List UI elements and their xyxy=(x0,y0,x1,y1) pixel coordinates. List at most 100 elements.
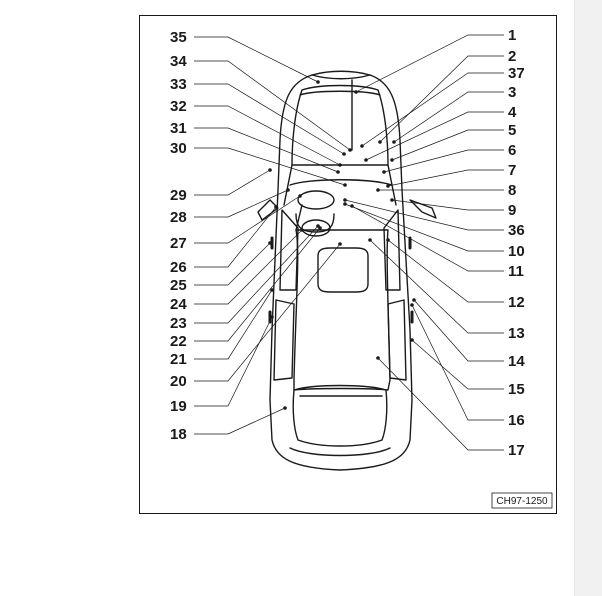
callout-number-9: 9 xyxy=(508,202,516,219)
callout-number-30: 30 xyxy=(170,140,187,157)
callout-number-31: 31 xyxy=(170,120,187,137)
component-point-26 xyxy=(274,205,278,209)
callout-number-12: 12 xyxy=(508,294,525,311)
leader-line-28 xyxy=(194,189,289,218)
car-top-view xyxy=(257,70,437,471)
component-point-15 xyxy=(410,338,414,342)
component-point-25 xyxy=(268,241,272,245)
leader-line-19 xyxy=(194,316,273,407)
component-point-18 xyxy=(283,406,287,410)
component-point-9 xyxy=(390,198,394,202)
dashboard xyxy=(289,179,393,186)
component-point-27 xyxy=(298,194,302,198)
leader-line-10 xyxy=(344,203,504,252)
component-point-6 xyxy=(382,170,386,174)
leader-line-33 xyxy=(194,83,345,155)
component-point-14 xyxy=(412,298,416,302)
component-point-28 xyxy=(286,188,290,192)
callout-number-5: 5 xyxy=(508,122,516,139)
car-body-outline xyxy=(269,70,413,471)
windshield xyxy=(291,84,389,166)
component-point-5 xyxy=(390,158,394,162)
leader-line-32 xyxy=(194,105,341,166)
vertical-scrollbar[interactable] xyxy=(574,0,602,596)
steering-wheel xyxy=(297,190,335,210)
sunroof xyxy=(317,247,369,293)
callout-number-14: 14 xyxy=(508,353,525,370)
callout-number-16: 16 xyxy=(508,412,525,429)
callout-number-18: 18 xyxy=(170,426,187,443)
component-point-2 xyxy=(378,140,382,144)
callout-number-35: 35 xyxy=(170,29,187,46)
leader-line-37 xyxy=(361,72,504,147)
component-point-3 xyxy=(392,140,396,144)
leader-line-29 xyxy=(194,169,271,196)
callout-number-22: 22 xyxy=(170,333,187,350)
leader-line-5 xyxy=(391,129,504,161)
windshield-inner-line xyxy=(299,90,381,96)
callout-number-32: 32 xyxy=(170,98,187,115)
callout-number-34: 34 xyxy=(170,53,187,70)
callout-number-25: 25 xyxy=(170,277,187,294)
callout-number-15: 15 xyxy=(508,381,525,398)
callout-number-1: 1 xyxy=(508,27,516,44)
component-point-22 xyxy=(318,226,322,230)
leader-line-1 xyxy=(355,34,504,93)
component-point-11 xyxy=(350,204,354,208)
leader-line-17 xyxy=(377,357,504,451)
component-point-24 xyxy=(300,228,304,232)
hood-front-edge xyxy=(311,74,371,80)
leader-line-12 xyxy=(387,239,504,303)
interior-outline xyxy=(293,229,391,391)
component-point-21 xyxy=(270,288,274,292)
left-front-seat xyxy=(295,213,335,233)
leader-line-3 xyxy=(393,91,504,143)
leader-line-11 xyxy=(351,205,504,272)
component-point-1 xyxy=(354,90,358,94)
callout-number-7: 7 xyxy=(508,162,516,179)
figure-code-box: CH97-1250 xyxy=(491,492,553,509)
callout-number-2: 2 xyxy=(508,48,516,65)
callout-number-37: 37 xyxy=(508,65,525,82)
leader-lines xyxy=(194,34,504,451)
leader-line-4 xyxy=(365,111,504,161)
leader-line-36 xyxy=(344,199,504,231)
leader-line-9 xyxy=(391,199,504,211)
callout-labels: 3534333231302928272625242322212019181237… xyxy=(170,27,525,459)
callout-number-10: 10 xyxy=(508,243,525,260)
leader-line-23 xyxy=(194,225,319,324)
component-point-34 xyxy=(348,148,352,152)
leader-line-7 xyxy=(387,169,504,187)
leader-line-35 xyxy=(194,36,319,83)
callout-number-27: 27 xyxy=(170,235,187,252)
component-point-7 xyxy=(386,184,390,188)
callout-number-29: 29 xyxy=(170,187,187,204)
component-point-17 xyxy=(376,356,380,360)
component-point-8 xyxy=(376,188,380,192)
figure-code: CH97-1250 xyxy=(496,496,548,507)
component-point-10 xyxy=(343,202,347,206)
leader-line-20 xyxy=(194,243,341,382)
leader-line-22 xyxy=(194,227,321,342)
leader-line-26 xyxy=(194,206,277,268)
leader-line-27 xyxy=(194,195,301,244)
leader-line-24 xyxy=(194,229,303,305)
callout-number-4: 4 xyxy=(508,104,517,121)
callout-number-3: 3 xyxy=(508,84,516,101)
component-point-35 xyxy=(316,80,320,84)
callout-number-26: 26 xyxy=(170,259,187,276)
leader-line-31 xyxy=(194,127,339,173)
leader-line-13 xyxy=(369,239,504,334)
component-point-20 xyxy=(338,242,342,246)
left-front-window xyxy=(279,209,299,291)
callout-number-11: 11 xyxy=(508,263,524,280)
leader-line-6 xyxy=(383,149,504,173)
right-front-window xyxy=(383,209,401,291)
callout-number-24: 24 xyxy=(170,296,187,313)
callout-number-8: 8 xyxy=(508,182,516,199)
leader-line-18 xyxy=(194,407,286,435)
component-point-4 xyxy=(364,158,368,162)
component-point-12 xyxy=(386,238,390,242)
leader-line-14 xyxy=(413,299,504,362)
callout-number-13: 13 xyxy=(508,325,525,342)
